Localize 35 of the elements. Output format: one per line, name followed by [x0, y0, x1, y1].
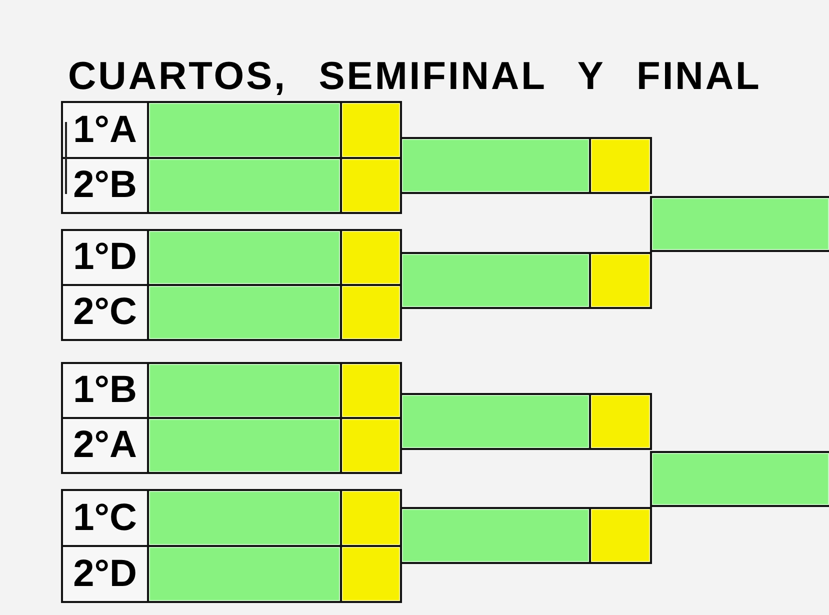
team-name-field [400, 393, 591, 450]
score-field [340, 229, 402, 286]
team-seed-cell: 1°A [61, 101, 149, 159]
team-name-field [147, 284, 342, 341]
team-name-field [400, 137, 591, 194]
score-field [340, 284, 402, 341]
team-seed-cell: 1°D [61, 229, 149, 286]
team-name-field [650, 451, 829, 507]
team-seed-cell: 1°B [61, 362, 149, 419]
team-name-field [147, 417, 342, 474]
score-field [340, 101, 402, 159]
score-field [589, 507, 652, 564]
team-name-field [147, 101, 342, 159]
team-name-field [147, 229, 342, 286]
score-field [340, 362, 402, 419]
team-name-field [147, 545, 342, 603]
team-seed-cell: 2°A [61, 417, 149, 474]
score-field [589, 252, 652, 309]
score-field [340, 545, 402, 603]
team-name-field [650, 196, 829, 252]
team-name-field [147, 489, 342, 547]
team-seed-cell: 2°B [61, 157, 149, 214]
team-name-field [147, 157, 342, 214]
team-name-field [147, 362, 342, 419]
team-name-field [400, 252, 591, 309]
title: CUARTOS, SEMIFINAL Y FINAL [68, 57, 762, 96]
score-field [340, 157, 402, 214]
team-seed-cell: 1°C [61, 489, 149, 547]
team-name-field [400, 507, 591, 564]
score-field [340, 417, 402, 474]
score-field [589, 393, 652, 450]
score-field [589, 137, 652, 194]
team-seed-cell: 2°D [61, 545, 149, 603]
score-field [340, 489, 402, 547]
team-seed-cell: 2°C [61, 284, 149, 341]
